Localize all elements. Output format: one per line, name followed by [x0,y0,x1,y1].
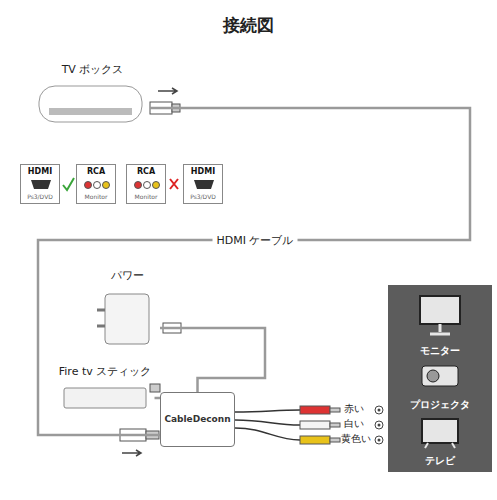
port-label: Monitor [135,194,158,201]
direction-arrow [122,450,141,456]
node-label: パワー [111,270,144,283]
port-label: HDMI [191,167,215,176]
node-label: モニター [420,345,460,357]
cable-color: 赤い [344,403,364,415]
rca-port [135,182,142,189]
port-card: RCA Monitor [126,164,166,204]
cable-color: 白い [344,418,364,430]
hdmi-port [194,180,214,189]
rca-jack [378,424,381,427]
monitor-stand [430,324,450,334]
rca-jack [375,436,383,444]
port-label: Monitor [85,194,108,201]
node-label: TV ボックス [62,64,124,77]
rca-cable [235,420,300,425]
rca-plug-tip [330,408,340,412]
hdmi-port [31,180,51,189]
port-label: HDMI [28,167,52,176]
cross-mark [170,179,178,189]
port-label: Ps3/DVD [190,194,216,201]
node-label: プロジェクタ [410,399,470,411]
rca-plug-tip [330,423,340,427]
port-card: HDMI Ps3/DVD [20,164,60,204]
direction-arrow [158,88,177,94]
rca-jack [375,421,383,429]
rca-port [85,182,92,189]
rca-jack [375,406,383,414]
tv-device: テレビ [392,416,488,468]
tv-box-band [49,108,132,115]
projector-device: プロジェクタ [392,362,488,412]
converter-box: CableDeconn [160,392,235,447]
port-label: RCA [87,167,105,176]
rca-port [103,182,110,189]
port-card: HDMI Ps3/DVD [183,164,223,204]
stick-body [64,388,146,408]
port-label: Ps3/DVD [27,194,53,201]
diagram-title: 接続図 [0,14,497,37]
rca-plug-red [300,406,330,414]
tv-screen [422,419,458,443]
node-label: テレビ [425,455,455,467]
tv-legs [425,443,455,448]
rca-port [94,182,101,189]
node-label: CableDeconn [164,414,230,424]
adapter-prongs [97,310,105,326]
rca-cable [235,428,300,440]
power-adapter-art [95,270,160,352]
adapter-body [105,294,149,344]
device-panel [388,285,492,472]
power-adapter: パワー [95,270,160,352]
node-label: Fire tv スティック [59,366,151,379]
cable [38,108,470,435]
tv-box: TV ボックス [35,64,150,130]
cable-label: HDMI ケーブル [213,233,298,248]
monitor-screen [420,296,460,324]
rca-plug-tip [330,438,340,442]
rca-cable [235,410,300,412]
rca-jack [378,409,381,412]
check-mark [63,178,74,190]
cable [160,328,265,392]
rca-port [144,182,151,189]
port-label: RCA [137,167,155,176]
rca-jack [378,439,381,442]
projector-lens [427,370,439,382]
monitor-device: モニター [392,292,488,358]
rca-plug-yellow [300,436,330,444]
rca-port [153,182,160,189]
projector-body [422,366,458,386]
tv-box-body [39,86,142,122]
stick-connector [150,384,160,392]
rca-plug-white [300,421,330,429]
cable-color: 黄色い [341,433,371,445]
port-card: RCA Monitor [76,164,116,204]
fire-tv-stick: Fire tv スティック [56,366,155,414]
